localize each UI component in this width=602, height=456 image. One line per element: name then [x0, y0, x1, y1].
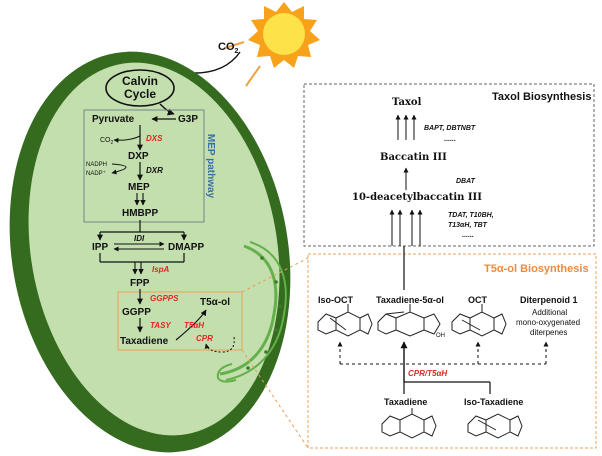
connector-line: [241, 257, 309, 293]
taxol-biosynthesis-box: [303, 83, 595, 247]
calvin-label: Calvin: [122, 74, 158, 88]
idi-enzyme: IDI: [134, 234, 145, 243]
mep-pathway-title: MEP pathway: [205, 134, 216, 199]
enzymes-line1: TDAT, T10BH,: [448, 212, 494, 219]
taxadiene-structure: [381, 408, 437, 439]
iso-oct-label: Iso-OCT: [318, 295, 354, 305]
g3p-label: G3P: [178, 114, 198, 125]
enzymes-line2: T13αH, TBT: [448, 222, 488, 229]
dxp-label: DXP: [128, 151, 149, 162]
taxadiene-box: [117, 291, 243, 351]
fpp-label: FPP: [130, 278, 150, 289]
cpr-t5ah-enzyme: CPR/T5αH: [408, 369, 447, 378]
iso-taxadiene-structure: [467, 413, 523, 439]
taxadiene-5aol-structure: [377, 304, 441, 337]
dots-1: ......: [444, 136, 456, 143]
t5aol-label: T5α-ol: [200, 297, 230, 308]
dots-2: ......: [462, 232, 474, 239]
taxadiene-substrate-label: Taxadiene: [384, 397, 427, 407]
ipp-label: IPP: [92, 242, 108, 253]
dxr-enzyme: DXR: [146, 166, 163, 175]
t5aol-biosynthesis-box: [307, 253, 597, 449]
sunray-line: [224, 41, 245, 49]
nadph-label: NADPH: [86, 162, 107, 168]
co2-byproduct-label: CO2: [100, 137, 114, 146]
mono-oxygenated-label: mono-oxygenated: [516, 318, 580, 327]
t5ah-enzyme: T5αH: [184, 321, 204, 330]
iso-taxadiene-label: Iso-Taxadiene: [464, 397, 523, 407]
mep-box: [83, 109, 205, 223]
ggpp-label: GGPP: [122, 307, 151, 318]
oct-structure: [451, 304, 507, 337]
diterpenoid-label: Diterpenoid 1: [520, 295, 578, 305]
co2-label: CO2: [218, 41, 239, 55]
bapt-enzymes: BAPT, DBTNBT: [424, 125, 476, 132]
deacetylbaccatin-label: 10-deacetylbaccatin III: [352, 192, 482, 203]
cpr-enzyme: CPR: [196, 334, 213, 343]
mep-label: MEP: [128, 182, 150, 193]
cycle-label: Cycle: [124, 87, 156, 101]
dxs-enzyme: DXS: [146, 134, 163, 143]
taxol-box-title: Taxol Biosynthesis: [492, 91, 591, 103]
taxadiene-to-t5aol-arrow: [175, 309, 207, 341]
dmapp-label: DMAPP: [168, 242, 204, 253]
connector-line: [241, 349, 309, 449]
oct-label: OCT: [468, 295, 488, 305]
tasy-enzyme: TASY: [150, 321, 171, 330]
taxol-label: Taxol: [392, 97, 422, 108]
oh-label: OH: [436, 333, 445, 339]
calvin-cycle-loop: [105, 69, 175, 107]
co2-release-arrow: [113, 135, 141, 143]
ispa-enzyme: IspA: [152, 265, 170, 274]
sunray-line: [245, 65, 261, 87]
er-membrane: [216, 241, 287, 383]
iso-oct-structure: [317, 304, 373, 337]
taxadiene-label: Taxadiene: [120, 336, 169, 347]
cpr-loop-arrow: [204, 336, 235, 353]
additional-label: Additional: [532, 308, 567, 317]
diterpenes-label: diterpenes: [530, 328, 567, 337]
taxadiene-5aol-label: Taxadiene-5α-ol: [376, 295, 444, 305]
ggpps-enzyme: GGPPS: [150, 294, 179, 303]
t5-box-title: T5α-ol Biosynthesis: [484, 263, 589, 275]
baccatin-label: Baccatin III: [380, 152, 447, 163]
chloroplast: [9, 51, 291, 453]
hmbpp-label: HMBPP: [122, 208, 158, 219]
dbat-enzyme: DBAT: [456, 178, 476, 185]
nadph-arrow: [111, 163, 127, 175]
pyruvate-label: Pyruvate: [92, 114, 135, 125]
sun-icon: [248, 2, 320, 68]
nadp-label: NADP⁺: [86, 170, 106, 177]
